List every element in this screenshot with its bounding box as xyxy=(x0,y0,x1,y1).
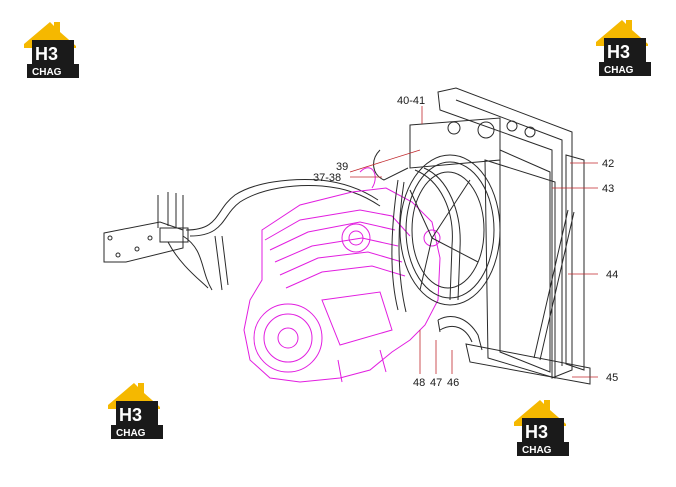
callout-48: 48 xyxy=(413,377,425,389)
brand-logo-bottom-right: H3 CHAG xyxy=(514,400,569,456)
callout-40-41: 40-41 xyxy=(397,95,425,107)
callout-43: 43 xyxy=(602,183,614,195)
wire-harness xyxy=(182,179,381,291)
logo-word: CHAG xyxy=(604,65,634,76)
callout-42: 42 xyxy=(602,158,614,170)
logo-mark: H3 xyxy=(525,422,548,442)
callout-39: 39 xyxy=(336,161,348,173)
logo-word: CHAG xyxy=(522,445,552,456)
brand-logo-top-left: H3 CHAG xyxy=(24,22,79,78)
brand-logo-top-right: H3 CHAG xyxy=(596,20,651,76)
callout-45: 45 xyxy=(606,372,618,384)
logo-mark: H3 xyxy=(119,405,142,425)
logo-word: CHAG xyxy=(32,67,62,78)
mounting-plate xyxy=(103,192,209,289)
logo-word: CHAG xyxy=(116,428,146,439)
radiator xyxy=(373,87,591,385)
callout-46: 46 xyxy=(447,377,459,389)
brand-logo-bottom-left: H3 CHAG xyxy=(108,383,163,439)
logo-mark: H3 xyxy=(35,44,58,64)
leader-lines xyxy=(349,106,598,378)
engine-block xyxy=(243,167,441,383)
callout-47: 47 xyxy=(430,377,442,389)
callout-37-38: 37-38 xyxy=(313,172,341,184)
hoses xyxy=(391,167,575,361)
logo-mark: H3 xyxy=(607,42,630,62)
callout-44: 44 xyxy=(606,269,618,281)
